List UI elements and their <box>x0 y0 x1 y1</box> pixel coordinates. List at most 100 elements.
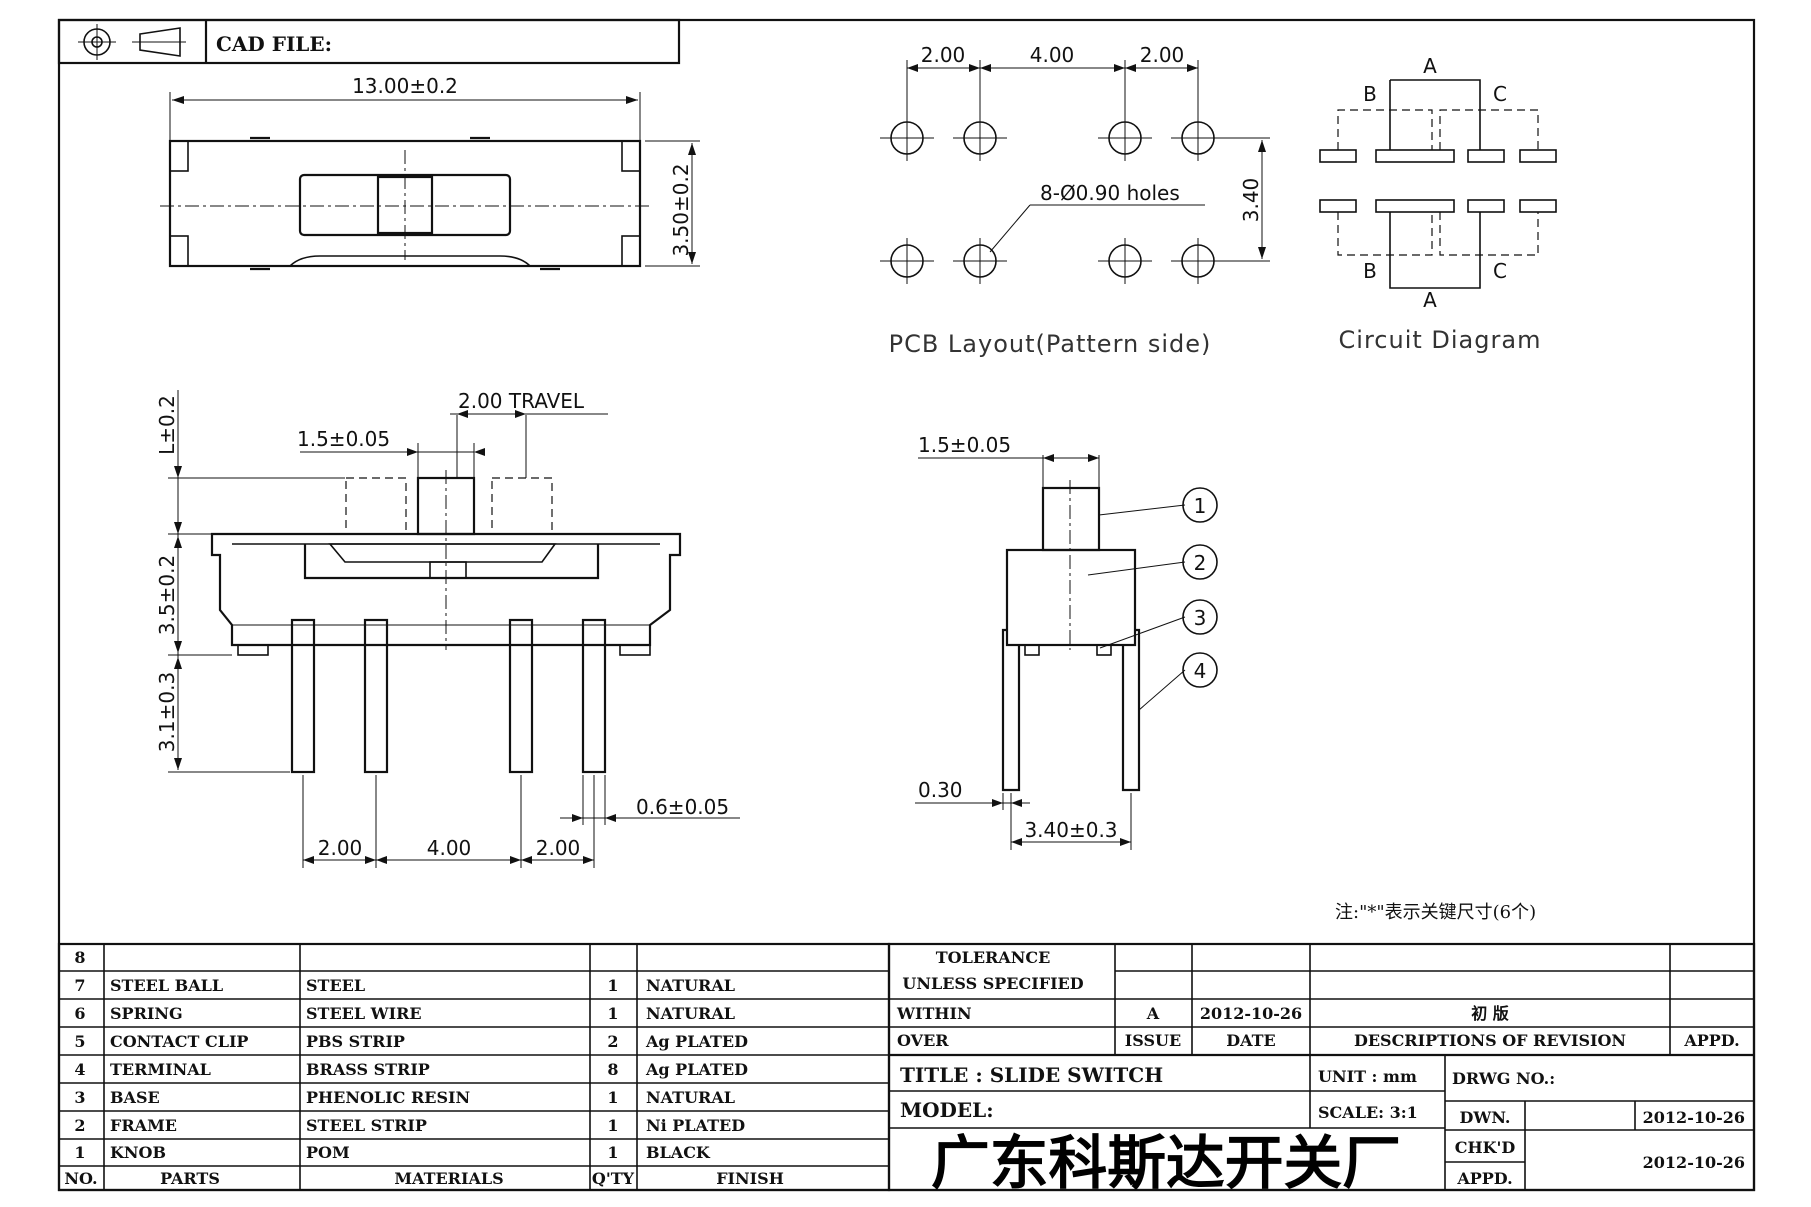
callout-3: 3 <box>1194 606 1207 630</box>
side-knob-height: L±0.2 <box>155 395 179 455</box>
holes-note: 8-Ø0.90 holes <box>1040 181 1180 205</box>
circuit-a-top: A <box>1423 54 1437 78</box>
key-dimensions-note: 注:"*"表示关键尺寸(6个) <box>1335 902 1536 923</box>
side-bottom-dim-3: 2.00 <box>536 836 581 860</box>
pcb-caption: PCB Layout(Pattern side) <box>889 330 1212 358</box>
row-finish: BLACK <box>646 1143 711 1162</box>
row-part: CONTACT CLIP <box>110 1032 248 1051</box>
parts-row: 2 FRAME STEEL STRIP 1 Ni PLATED <box>74 1116 745 1135</box>
row-part: STEEL BALL <box>110 976 223 995</box>
row-qty: 1 <box>607 1116 618 1135</box>
drwg-no-label: DRWG NO.: <box>1452 1069 1555 1088</box>
circuit-b-bottom: B <box>1363 259 1377 283</box>
unit-label: UNIT : mm <box>1318 1067 1417 1086</box>
over-label: OVER <box>897 1031 949 1050</box>
date-value: 2012-10-26 <box>1200 1004 1302 1023</box>
header-finish: FINISH <box>716 1169 784 1188</box>
model-label: MODEL: <box>900 1098 994 1122</box>
revision-value: 初 版 <box>1471 1004 1509 1023</box>
appd-label: APPD. <box>1683 1031 1739 1050</box>
row-part: FRAME <box>110 1116 177 1135</box>
row-qty: 1 <box>607 1143 618 1162</box>
side-bottom-dim-2: 4.00 <box>427 836 472 860</box>
chkd-label: CHK'D <box>1455 1138 1516 1157</box>
top-width-dim: 13.00±0.2 <box>352 74 458 98</box>
callout-1: 1 <box>1194 494 1207 518</box>
tolerance-label: TOLERANCE <box>936 948 1051 967</box>
pcb-height-dim: 3.40 <box>1239 178 1263 223</box>
travel-dim: 2.00 TRAVEL <box>458 389 585 413</box>
side-pin-length: 3.1±0.3 <box>155 672 179 752</box>
parts-row: 3 BASE PHENOLIC RESIN 1 NATURAL <box>74 1088 735 1107</box>
pcb-dim-3: 2.00 <box>1140 43 1185 67</box>
circuit-caption: Circuit Diagram <box>1339 326 1542 354</box>
row-finish: Ag PLATED <box>645 1060 748 1079</box>
circuit-b-top: B <box>1363 82 1377 106</box>
end-knob-width: 1.5±0.05 <box>918 433 1011 457</box>
scale-label: SCALE: 3:1 <box>1318 1103 1418 1122</box>
side-bottom-dim-1: 2.00 <box>318 836 363 860</box>
chkd-date: 2012-10-26 <box>1643 1153 1745 1172</box>
issue-value: A <box>1146 1004 1160 1023</box>
circuit-c-top: C <box>1493 82 1507 106</box>
drawing-title: TITLE : SLIDE SWITCH <box>900 1063 1163 1087</box>
row-no: 6 <box>74 1004 85 1023</box>
header-no: NO. <box>64 1169 97 1188</box>
row-no: 4 <box>74 1060 85 1079</box>
parts-row: 5 CONTACT CLIP PBS STRIP 2 Ag PLATED <box>74 1032 748 1051</box>
row-finish: Ni PLATED <box>646 1116 745 1135</box>
pcb-dim-1: 2.00 <box>921 43 966 67</box>
row-part: TERMINAL <box>110 1060 211 1079</box>
circuit-diagram: A B C B C A Circuit Diagram <box>1319 54 1557 354</box>
row-qty: 8 <box>607 1060 618 1079</box>
callout-2: 2 <box>1194 551 1207 575</box>
date-label: DATE <box>1226 1031 1276 1050</box>
circuit-c-bottom: C <box>1493 259 1507 283</box>
row-finish: NATURAL <box>646 1004 735 1023</box>
header-qty: Q'TY <box>592 1169 635 1188</box>
parts-row: 6 SPRING STEEL WIRE 1 NATURAL <box>74 1004 735 1023</box>
row-material: PBS STRIP <box>306 1032 405 1051</box>
side-knob-width: 1.5±0.05 <box>297 427 390 451</box>
row-qty: 2 <box>607 1032 618 1051</box>
pcb-holes <box>880 115 1225 284</box>
dwn-date: 2012-10-26 <box>1643 1108 1745 1127</box>
cad-file-label: CAD FILE: <box>216 32 332 56</box>
pcb-dim-2: 4.00 <box>1030 43 1075 67</box>
dwn-label: DWN. <box>1459 1108 1510 1127</box>
circuit-a-bottom: A <box>1423 288 1437 312</box>
row-no: 5 <box>74 1032 85 1051</box>
row-finish: NATURAL <box>646 1088 735 1107</box>
row-no: 2 <box>74 1116 85 1135</box>
header-materials: MATERIALS <box>394 1169 503 1188</box>
row-part: SPRING <box>110 1004 183 1023</box>
company-name: 广东科斯达开关厂 <box>931 1129 1401 1197</box>
row-material: POM <box>306 1143 350 1162</box>
top-view: 13.00±0.2 3.50±0.2 <box>160 74 700 271</box>
appd2-label: APPD. <box>1456 1169 1512 1188</box>
title-block: TOLERANCE UNLESS SPECIFIED WITHIN OVER A… <box>887 942 1756 1197</box>
end-pin-thickness: 0.30 <box>918 778 963 802</box>
header-box: CAD FILE: <box>57 18 681 65</box>
row-material: BRASS STRIP <box>306 1060 430 1079</box>
header-parts: PARTS <box>160 1169 220 1188</box>
side-body-height: 3.5±0.2 <box>155 555 179 635</box>
side-pin-width: 0.6±0.05 <box>636 795 729 819</box>
parts-row: 8 <box>74 948 85 967</box>
end-pin-spacing: 3.40±0.3 <box>1024 818 1117 842</box>
row-material: STEEL STRIP <box>306 1116 427 1135</box>
callout-4: 4 <box>1194 659 1207 683</box>
row-no: 3 <box>74 1088 85 1107</box>
projection-symbol-icon <box>78 24 186 60</box>
unless-specified-label: UNLESS SPECIFIED <box>902 974 1083 993</box>
row-material: STEEL <box>306 976 365 995</box>
pcb-layout: 2.00 4.00 2.00 8-Ø0.90 holes 3.40 PCB La… <box>880 43 1270 358</box>
within-label: WITHIN <box>896 1004 972 1023</box>
parts-row: 4 TERMINAL BRASS STRIP 8 Ag PLATED <box>74 1060 748 1079</box>
parts-row: 1 KNOB POM 1 BLACK <box>74 1143 710 1162</box>
row-material: STEEL WIRE <box>306 1004 422 1023</box>
row-part: KNOB <box>110 1143 166 1162</box>
side-view: 2.00 TRAVEL 1.5±0.05 L±0.2 <box>155 389 740 868</box>
row-finish: Ag PLATED <box>645 1032 748 1051</box>
